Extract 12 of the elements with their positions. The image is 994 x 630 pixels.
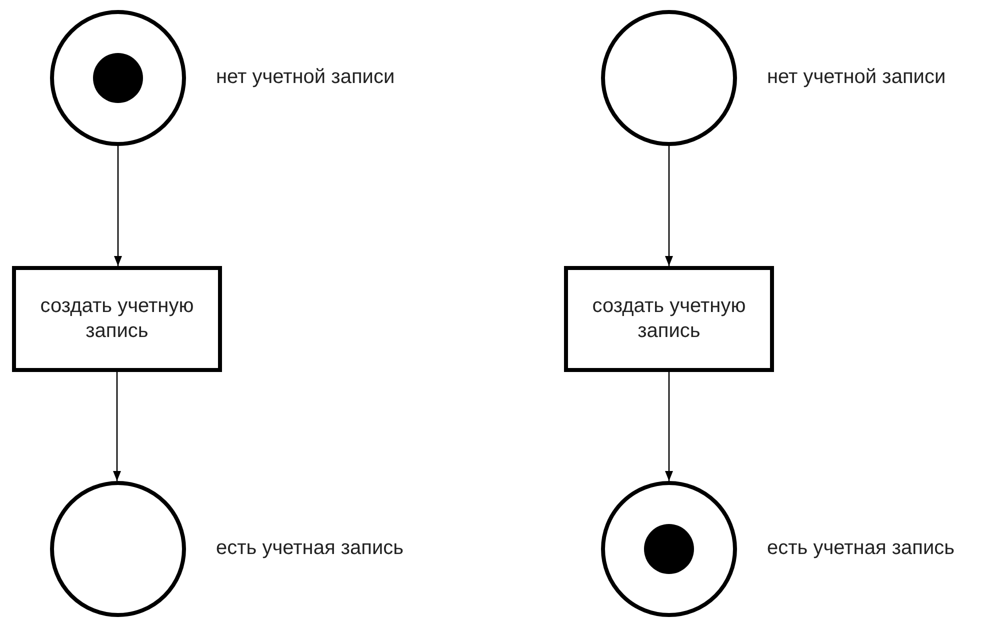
- arrow: [113, 372, 121, 481]
- arrow: [665, 146, 673, 266]
- token-dot: [93, 53, 143, 103]
- transition-box: создать учетную запись: [12, 266, 222, 372]
- place-label: есть учетная запись: [767, 537, 955, 560]
- place-label: нет учетной записи: [216, 66, 395, 89]
- transition-box: создать учетную запись: [564, 266, 774, 372]
- arrow: [114, 146, 122, 266]
- place-label: нет учетной записи: [767, 66, 946, 89]
- token-dot: [644, 524, 694, 574]
- place-label: есть учетная запись: [216, 537, 404, 560]
- arrow: [665, 372, 673, 481]
